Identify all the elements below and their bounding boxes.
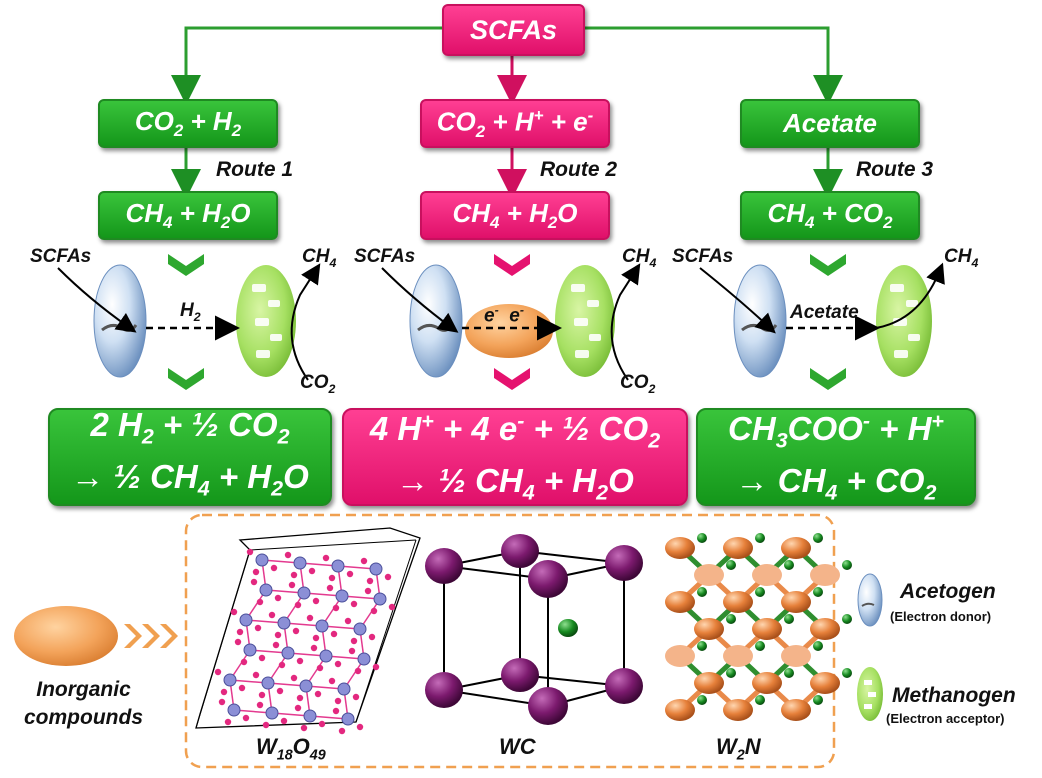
structure-label-wc: WC [499,734,536,759]
structure-label-w2n: W2N [716,734,761,764]
structures-frame [184,513,836,769]
route2-output-label: CH4 [622,246,657,270]
legend-icons [857,573,883,721]
route1-cells [57,263,321,381]
route3-reactants: Acetate [783,108,877,138]
route1-reactants-box: CO2 + H2 [98,99,278,148]
route1-products-box: CH4 + H2O [98,191,278,240]
route1-products: CH4 + H2O [125,197,251,233]
route3-equation-line2: → CH4 + CO2 [735,462,937,505]
wc-structure [425,534,643,725]
route2-equation-line2: → ½ CH4 + H2O [396,462,634,505]
inorganic-label-line1: Inorganic [36,678,131,701]
route1-input-co2-label: CO2 [300,372,336,396]
legend-methanogen-title: Methanogen [892,684,1016,707]
route2-label: Route 2 [540,158,618,181]
top-node-label: SCFAs [469,14,558,45]
route2-input-co2-label: CO2 [620,372,656,396]
route2-input-label: SCFAs [354,246,416,267]
route1-input-label: SCFAs [30,246,92,267]
structure-label-w18o49: W18O49 [256,734,326,764]
top-node-scfas: SCFAs [442,4,585,56]
route2-reactants-box: CO2 + H+ + e- [420,99,610,148]
inorganic-label-line2: compounds [24,706,143,729]
legend-acetogen-subtitle: (Electron donor) [890,609,992,624]
route1-reactants: CO2 + H2 [134,105,242,141]
route1-equation-line1: 2 H2 + ½ CO2 [90,406,290,449]
route1-carrier-label: H2 [180,300,201,324]
route2-carrier-label: e- e- [484,303,524,327]
w2n-structure [665,533,852,721]
route1-equation-line2: → ½ CH4 + H2O [71,458,309,501]
route3-equation-box: CH3COO- + H+ → CH4 + CO2 [696,408,976,506]
route3-label: Route 3 [856,158,934,181]
top-connectors [171,26,843,199]
route2-cells [381,263,641,381]
route3-input-label: SCFAs [672,246,734,267]
route3-cells [699,262,945,378]
route2-reactants: CO2 + H+ + e- [436,105,594,141]
legend-acetogen-title: Acetogen [900,580,996,603]
chevron-icons [168,254,846,390]
route3-products-box: CH4 + CO2 [740,191,920,240]
w18o49-structure [195,527,421,735]
route3-equation-line1: CH3COO- + H+ [728,409,944,453]
legend-methanogen-subtitle: (Electron acceptor) [886,711,1005,726]
route3-reactants-box: Acetate [740,99,920,148]
route1-output-label: CH4 [302,246,337,270]
route1-equation-box: 2 H2 + ½ CO2 → ½ CH4 + H2O [48,406,332,506]
route2-equation-box: 4 H+ + 4 e- + ½ CO2 → ½ CH4 + H2O [342,408,688,506]
route2-equation-line1: 4 H+ + 4 e- + ½ CO2 [369,409,661,453]
route3-output-label: CH4 [944,246,979,270]
inorganic-label: Inorganic compounds [24,676,143,732]
route3-carrier-label: Acetate [790,302,859,323]
route2-products: CH4 + H2O [452,197,578,233]
route1-label: Route 1 [216,158,294,181]
inorganic-compound-shape [14,606,178,666]
route2-products-box: CH4 + H2O [420,191,610,240]
route3-products: CH4 + CO2 [767,197,893,233]
